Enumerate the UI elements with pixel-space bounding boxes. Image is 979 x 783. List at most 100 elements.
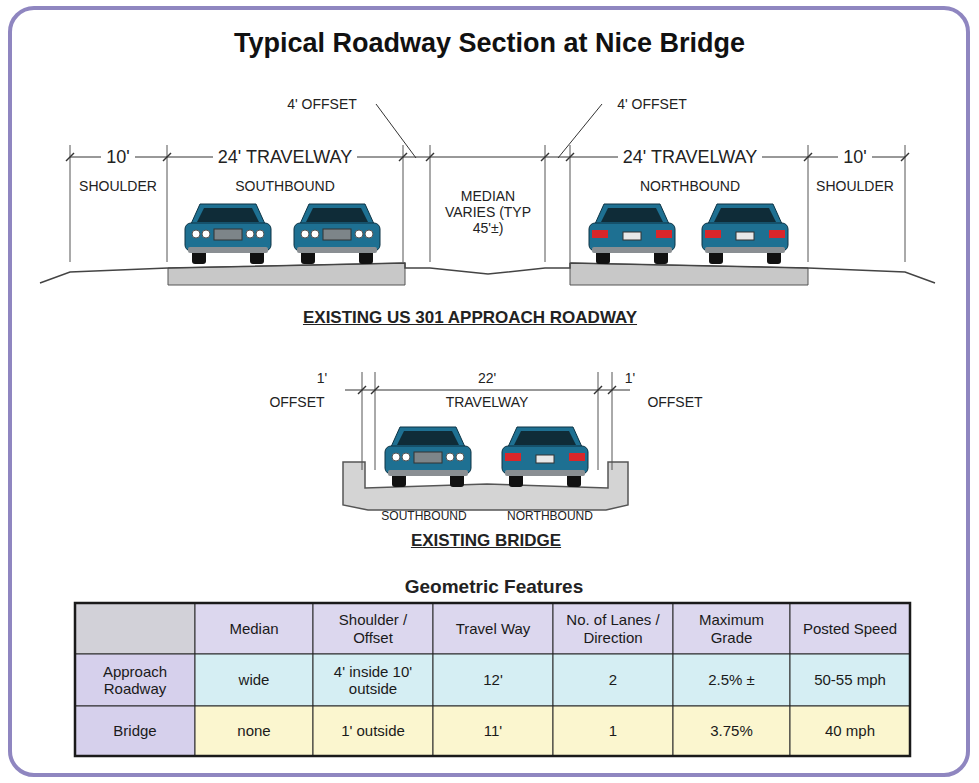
dimension-tick: [399, 153, 407, 161]
table-value: 2: [557, 671, 669, 688]
median-label: MEDIAN VARIES (TYP 45'±): [438, 188, 538, 236]
table-value: 40 mph: [794, 722, 906, 739]
table-value: none: [199, 722, 309, 739]
table-cell: [673, 706, 790, 756]
extension-line: [430, 145, 431, 262]
part-label: OFFSET: [635, 394, 715, 410]
section-heading: EXISTING BRIDGE: [361, 531, 611, 551]
table-value: wide: [199, 671, 309, 688]
table-value: 1: [557, 722, 669, 739]
dimension: 22': [473, 370, 501, 386]
column-header: Shoulder / Offset: [317, 611, 429, 646]
extension-line: [808, 145, 809, 262]
table-cell: [553, 603, 673, 654]
dimension-line: [70, 157, 905, 158]
table-cell: [313, 654, 433, 706]
dimension-tick: [594, 386, 602, 394]
dimension-tick: [371, 386, 379, 394]
car: [502, 427, 588, 487]
column-header: Maximum Grade: [677, 611, 786, 646]
table-value: 3.75%: [677, 722, 786, 739]
dimension-tick: [541, 153, 549, 161]
car: [589, 204, 675, 264]
part-label: OFFSET: [257, 394, 337, 410]
leader-line: [558, 104, 602, 158]
leader-line: [376, 104, 416, 158]
extension-line: [362, 372, 363, 470]
dimension: 10': [838, 147, 871, 168]
table-cell: [553, 706, 673, 756]
dimension-line: [345, 390, 630, 391]
row-header: Approach Roadway: [79, 663, 191, 698]
extension-line: [403, 145, 404, 262]
table-cell: [195, 654, 313, 706]
table-value: 1' outside: [317, 722, 429, 739]
table-cell: [195, 603, 313, 654]
offset-label: 4' OFFSET: [272, 96, 372, 112]
part-label: TRAVELWAY: [427, 394, 547, 410]
table-value: 50-55 mph: [794, 671, 906, 688]
table-heading: Geometric Features: [344, 576, 644, 598]
dimension: 24' TRAVELWAY: [213, 147, 357, 168]
table-cell: [433, 706, 553, 756]
table-cell: [75, 706, 195, 756]
car: [294, 204, 380, 264]
table-cell: [433, 603, 553, 654]
table-value: 11': [437, 722, 549, 739]
table-cell: [75, 654, 195, 706]
table-cell: [673, 603, 790, 654]
offset-label: 4' OFFSET: [602, 96, 702, 112]
column-header: Posted Speed: [794, 620, 906, 637]
extension-line: [612, 372, 613, 470]
table-cell: [313, 603, 433, 654]
table-cell: [433, 654, 553, 706]
row-header: Bridge: [79, 722, 191, 739]
extension-line: [70, 145, 71, 262]
table-border: [75, 603, 910, 756]
dimension-tick: [163, 153, 171, 161]
dimension: 10': [101, 147, 134, 168]
dimension: 1': [610, 370, 650, 386]
table-value: 4' inside 10' outside: [332, 663, 414, 698]
table-cell: [195, 706, 313, 756]
table-value: 2.5% ±: [677, 671, 786, 688]
car: [185, 204, 271, 264]
column-header: Travel Way: [437, 620, 549, 637]
car: [385, 427, 471, 487]
table-cell: [790, 654, 910, 706]
dimension-tick: [608, 386, 616, 394]
dimension: 1': [302, 370, 342, 386]
table-cell: [553, 654, 673, 706]
pavement-slab: [168, 263, 405, 285]
part-label: SHOULDER: [805, 178, 905, 194]
table-cell: [313, 706, 433, 756]
extension-line: [905, 145, 906, 262]
direction-label: SOUTHBOUND: [369, 510, 479, 524]
column-header: No. of Lanes / Direction: [557, 611, 669, 646]
title: Typical Roadway Section at Nice Bridge: [0, 28, 979, 59]
table-cell: [790, 603, 910, 654]
extension-line: [167, 145, 168, 262]
table-value: 12': [437, 671, 549, 688]
dimension-tick: [901, 153, 909, 161]
table-cell: [673, 654, 790, 706]
table-cell: [790, 706, 910, 756]
direction-label: SOUTHBOUND: [210, 178, 360, 194]
extension-line: [598, 372, 599, 470]
dimension: 24' TRAVELWAY: [618, 147, 762, 168]
direction-label: NORTHBOUND: [615, 178, 765, 194]
extension-line: [570, 145, 571, 262]
dimension-tick: [426, 153, 434, 161]
table-cell: [75, 603, 195, 654]
pavement-slab: [570, 263, 808, 285]
column-header: Median: [199, 620, 309, 637]
part-label: SHOULDER: [68, 178, 168, 194]
extension-line: [545, 145, 546, 262]
extension-line: [375, 372, 376, 470]
car: [702, 204, 788, 264]
section-heading: EXISTING US 301 APPROACH ROADWAY: [260, 308, 680, 328]
dimension-tick: [66, 153, 74, 161]
frame: [10, 8, 968, 775]
dimension-tick: [358, 386, 366, 394]
dimension-tick: [566, 153, 574, 161]
